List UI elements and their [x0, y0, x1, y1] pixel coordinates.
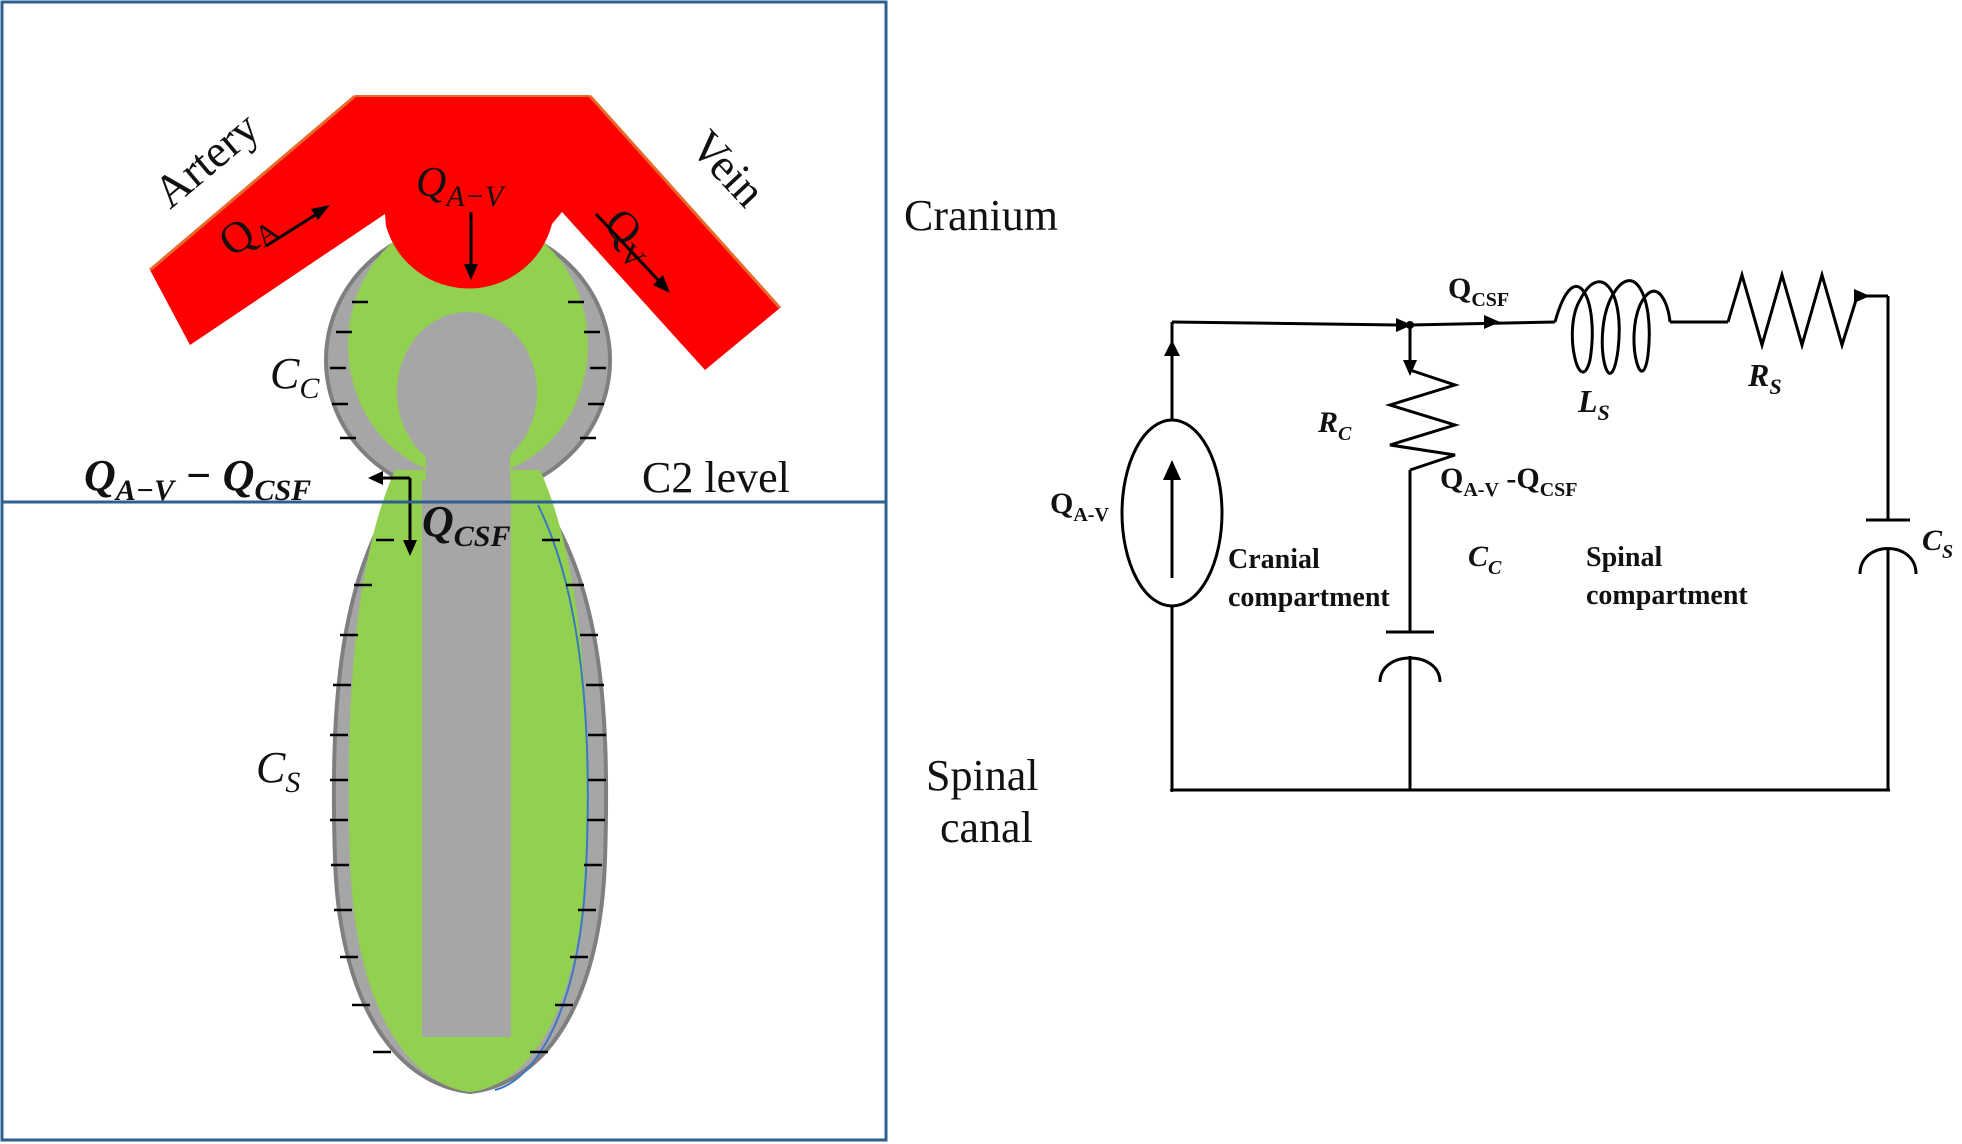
qa-arrowhead [311, 205, 330, 220]
resistor-rs [1726, 269, 1863, 351]
circuit-arrowheads [1163, 289, 1870, 792]
resistor-rc [1384, 368, 1461, 472]
vein-label: Vein [681, 120, 776, 216]
brain [397, 312, 537, 472]
anatomy-frame [0, 0, 888, 1142]
circuit-ls-label: LS [1577, 383, 1610, 425]
circuit-cs-label: CS [1922, 524, 1953, 563]
circuit-qav-label: QA-V [1050, 487, 1109, 526]
qav-arrowhead [464, 264, 478, 280]
circuit-cc-label: CC [1468, 540, 1502, 579]
cranial-compartment-line2: compartment [1228, 582, 1390, 613]
qav-minus-qcsf-label: QA−V − QCSF [84, 451, 311, 507]
qcsf-arrowhead [1484, 315, 1500, 329]
cranial-compartment-line1: Cranial [1228, 544, 1320, 575]
qv-arrowhead [653, 275, 670, 293]
spinal-ticks [330, 538, 606, 1054]
anatomy-panel: Artery Vein QA QA−V QV CC CS QA−V − QCSF… [0, 0, 888, 1142]
qcsf-down-arrowhead [403, 540, 417, 556]
vessel-edge-vein [588, 94, 782, 310]
spinal-compartment-line2: compartment [1586, 580, 1748, 611]
circuit-rs-label: RS [1747, 357, 1782, 399]
qa-arrow [265, 210, 321, 248]
spinal-canal-label-1: Spinal [926, 751, 1038, 800]
c2-level-label: C2 level [642, 453, 790, 502]
left-branch-arrowhead [1164, 340, 1180, 356]
cranium-label: Cranium [904, 191, 1058, 240]
spinal-canal-label-2: canal [940, 803, 1033, 852]
top-wire-arrowhead [1396, 318, 1412, 332]
cs-label: CS [256, 743, 300, 799]
spinal-compartment-line1: Spinal [1586, 542, 1662, 573]
circuit-qav-qcsf-label: QA-V -QCSF [1440, 462, 1578, 501]
spinal-csf-edge [494, 504, 589, 1091]
cranial-ticks [330, 300, 606, 440]
qcsf-wire [1409, 320, 1556, 327]
cc-label: CC [270, 349, 320, 405]
circuit-qcsf-label: QCSF [1448, 272, 1509, 311]
qav-label: QA−V [416, 160, 507, 213]
circuit-panel [1120, 269, 1918, 792]
ground-node-left [1170, 788, 1174, 792]
split-arrow-path [380, 476, 412, 502]
circuit-labels: QA-V QCSF LS RS RC QA-V -QCSF CC CS Cran… [1050, 272, 1953, 613]
top-left-wire [1171, 320, 1401, 327]
rs-arrowhead [1854, 289, 1870, 303]
qcsf-label: QCSF [422, 497, 511, 553]
arteriovenous-vessel [150, 96, 780, 370]
circuit-rc-label: RC [1317, 406, 1352, 445]
spinal-cord [422, 480, 511, 1037]
inductor-ls [1553, 279, 1672, 375]
junction-node [1406, 321, 1414, 329]
source-arrowhead [1163, 460, 1181, 480]
rc-arrowhead [1403, 360, 1417, 376]
vessel-edge-artery [149, 94, 356, 272]
current-source [1120, 418, 1224, 608]
qv-arrow [594, 212, 662, 284]
split-arrow-left-head [368, 471, 383, 485]
